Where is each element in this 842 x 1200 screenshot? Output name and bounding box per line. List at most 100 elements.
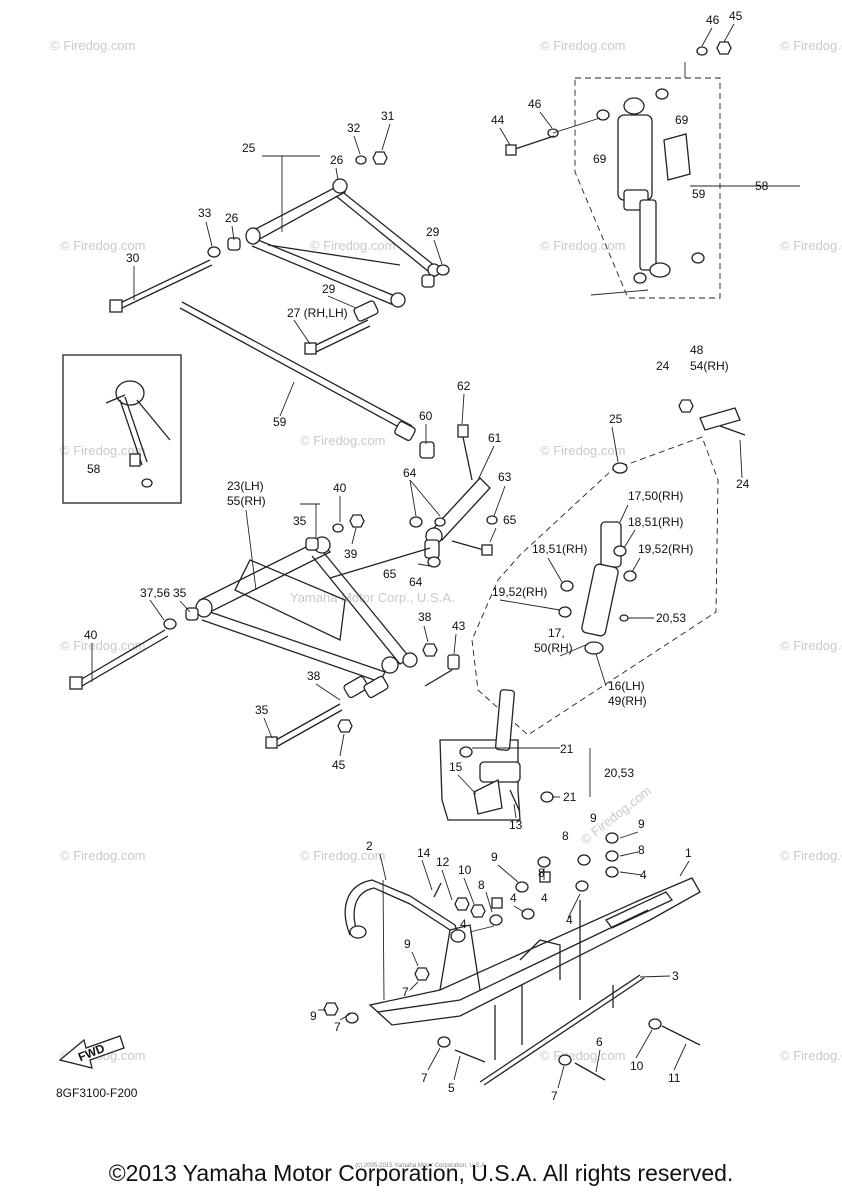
watermark: © Firedog.com	[780, 1048, 842, 1063]
callout: 46	[706, 13, 720, 27]
copyright-notice: ©2013 Yamaha Motor Corporation, U.S.A. A…	[108, 1160, 734, 1186]
callout: 35	[173, 586, 187, 600]
callout: 31	[381, 109, 395, 123]
fwd-arrow: FWD	[58, 1035, 125, 1069]
watermark-layer: © Firedog.com © Firedog.com © Firedog.co…	[50, 38, 842, 1063]
diagram-code: 8GF3100-F200	[56, 1086, 138, 1100]
callout: 18,51(RH)	[532, 542, 587, 556]
callout: 8	[562, 829, 569, 843]
watermark: © Firedog.com	[60, 848, 145, 863]
watermark: © Firedog.com	[60, 443, 145, 458]
callout: 9	[310, 1009, 317, 1023]
callout: 46	[528, 97, 542, 111]
callout: 29	[426, 225, 440, 239]
callout: 49(RH)	[608, 694, 647, 708]
callout: 9	[638, 817, 645, 831]
callout: 64	[409, 575, 423, 589]
callout: 21	[563, 790, 577, 804]
callout: 40	[333, 481, 347, 495]
callout: 43	[452, 619, 466, 633]
callout: 24	[736, 477, 750, 491]
lower-arm-group	[69, 514, 460, 749]
callout: 6	[596, 1035, 603, 1049]
watermark: © Firedog.com	[780, 38, 842, 53]
callout: 65	[503, 513, 517, 527]
callout: 45	[332, 758, 346, 772]
callout: 4	[510, 891, 517, 905]
callout: 1	[685, 846, 692, 860]
callout: 16(LH)	[608, 679, 645, 693]
callout: 4	[541, 891, 548, 905]
callout: 33	[198, 206, 212, 220]
callout: 23(LH)	[227, 479, 264, 493]
callout: 26	[330, 153, 344, 167]
ski-mount-group	[439, 689, 591, 821]
watermark: © Firedog.com	[780, 238, 842, 253]
callout: 69	[675, 113, 689, 127]
callout: 4	[566, 913, 573, 927]
callout: 9	[491, 850, 498, 864]
callout: 26	[225, 211, 239, 225]
watermark: © Firedog.com	[300, 433, 385, 448]
small-copyright: (c) 2005-2015 Yamaha Motor Corporation, …	[355, 1163, 487, 1169]
watermark: © Firedog.com	[540, 238, 625, 253]
callout: 7	[421, 1071, 428, 1085]
callout: 44	[491, 113, 505, 127]
callout: 25	[242, 141, 256, 155]
watermark: © Firedog.com	[310, 238, 395, 253]
callout: 13	[509, 818, 523, 832]
callout: 7	[402, 985, 409, 999]
callout: 27 (RH,LH)	[287, 306, 348, 320]
callout: 60	[419, 409, 433, 423]
callout: 20,53	[656, 611, 686, 625]
watermark: © Firedog.com	[540, 38, 625, 53]
stabilizer-bar	[179, 301, 435, 459]
callout: 19,52(RH)	[492, 585, 547, 599]
upper-arm-group	[109, 151, 450, 355]
watermark: © Firedog.com	[540, 443, 625, 458]
callout: 58	[755, 179, 769, 193]
callout: 59	[692, 187, 706, 201]
callout: 62	[457, 379, 471, 393]
center-watermark: Yamaha Motor Corp., U.S.A.	[290, 590, 455, 605]
callout: 30	[126, 251, 140, 265]
shock-absorber-group	[505, 41, 800, 299]
callout-labels: 46 45 46 44 69 69 59 58 31 32 25 26 33 2…	[84, 9, 769, 1103]
callout: 45	[729, 9, 743, 23]
callout: 11	[668, 1071, 681, 1085]
callout: 54(RH)	[690, 359, 729, 373]
callout: 9	[590, 811, 597, 825]
callout: 40	[84, 628, 98, 642]
linkage-group	[329, 424, 498, 579]
callout: 7	[551, 1089, 558, 1103]
callout: 21	[560, 742, 574, 756]
callout: 17,	[548, 626, 565, 640]
callout: 4	[460, 917, 467, 931]
callout: 35	[255, 703, 269, 717]
inset-box-59	[62, 354, 182, 504]
callout: 12	[436, 855, 450, 869]
callout: 61	[488, 431, 502, 445]
callout: 59	[273, 415, 287, 429]
callout: 38	[418, 610, 432, 624]
callout: 55(RH)	[227, 494, 266, 508]
callout: 69	[593, 152, 607, 166]
callout: 7	[334, 1020, 341, 1034]
callout: 50(RH)	[534, 641, 573, 655]
callout: 35	[293, 514, 307, 528]
callout: 8	[478, 878, 485, 892]
callout: 4	[640, 868, 647, 882]
callout: 24	[656, 359, 670, 373]
callout: 18,51(RH)	[628, 515, 683, 529]
leader-lines	[91, 23, 743, 1089]
ski-group	[323, 832, 701, 1086]
callout: 10	[458, 863, 472, 877]
watermark: © Firedog.com	[780, 848, 842, 863]
callout: 17,50(RH)	[628, 489, 683, 503]
callout: 58	[87, 462, 101, 476]
callout: 10	[630, 1059, 644, 1073]
watermark: © Firedog.com	[60, 238, 145, 253]
callout: 63	[498, 470, 512, 484]
callout: 8	[538, 866, 545, 880]
